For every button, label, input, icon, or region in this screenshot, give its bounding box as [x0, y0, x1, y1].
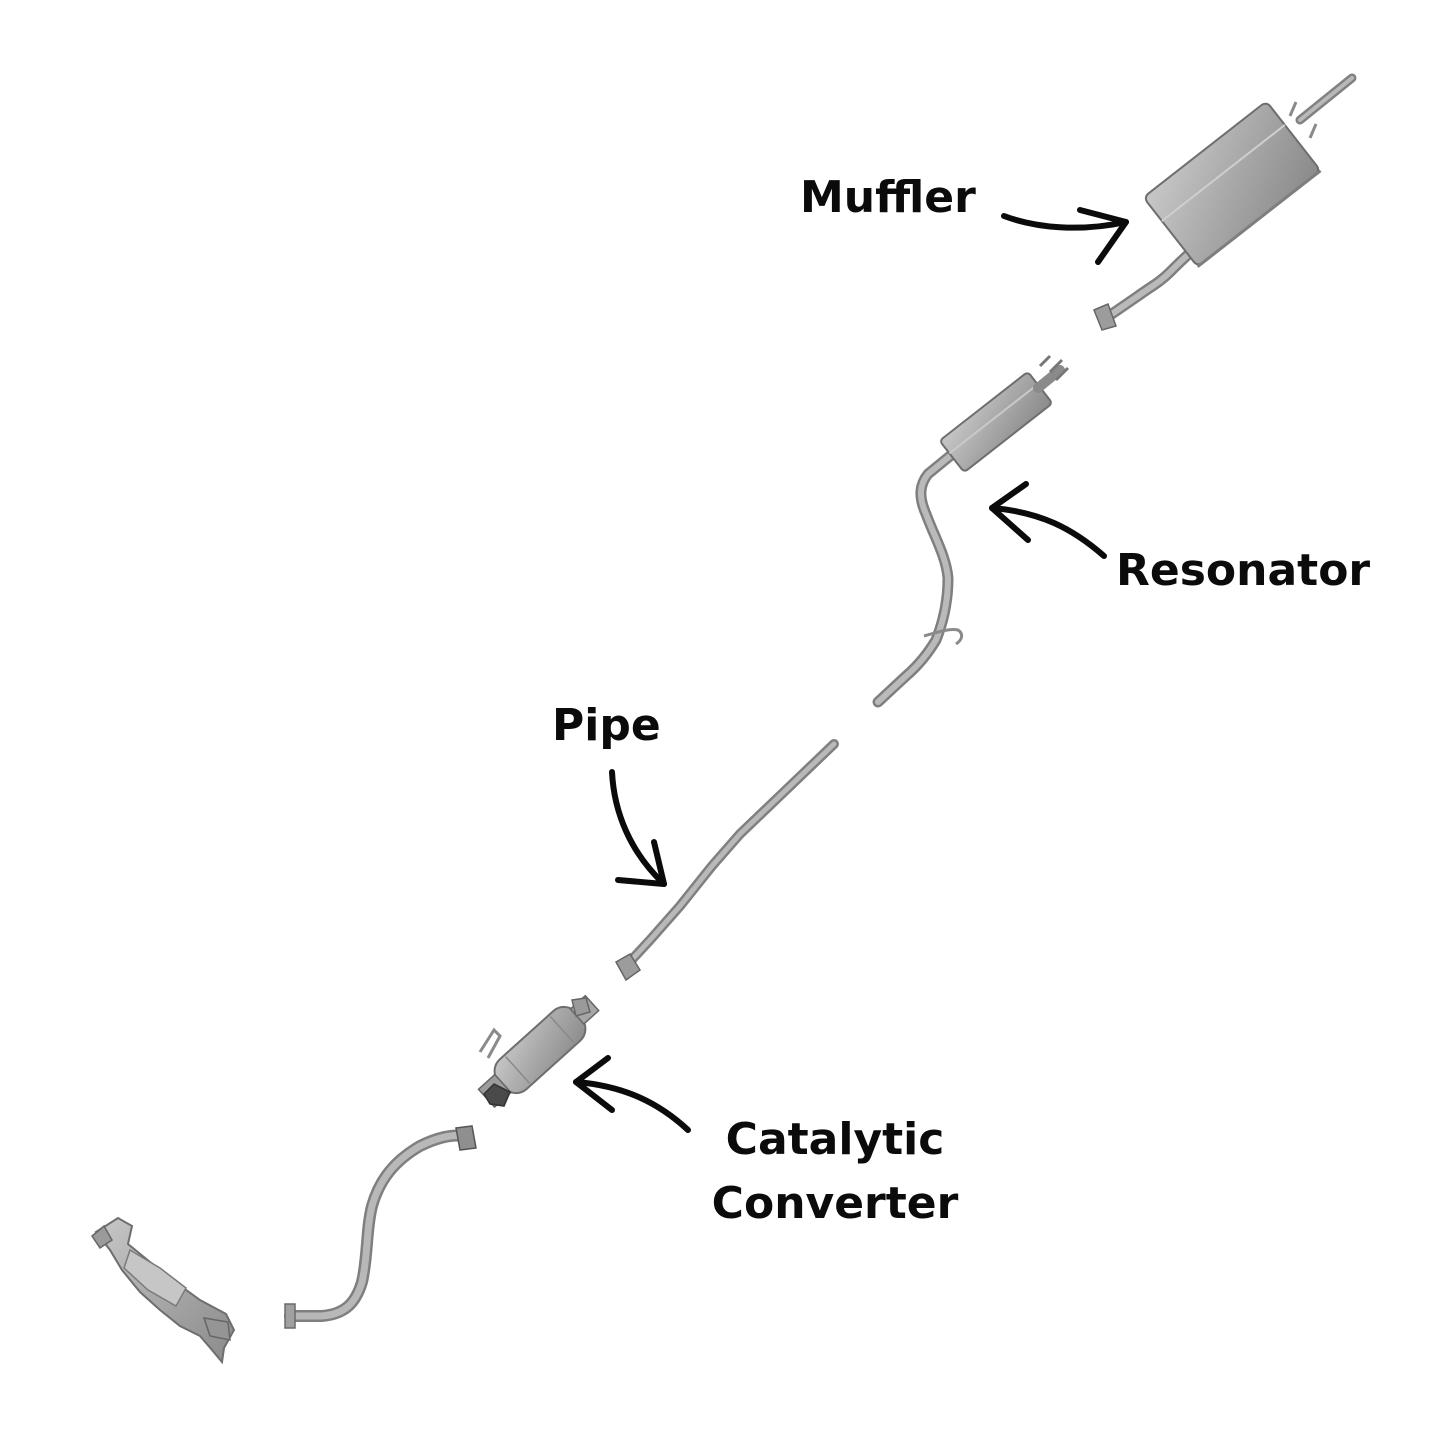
muffler-label: Muffler [800, 172, 976, 223]
muffler-arrow [1001, 207, 1129, 265]
front-pipe [284, 1125, 477, 1329]
catalytic-converter-label-line1: Catalytic [725, 1114, 945, 1165]
resonator-arrow [989, 481, 1107, 559]
pipe-arrow [609, 769, 667, 887]
exhaust-manifold [91, 1216, 236, 1365]
resonator [872, 354, 1070, 708]
catalytic-converter [477, 994, 600, 1109]
resonator-label: Resonator [1116, 545, 1371, 596]
catalytic-converter-label: Catalytic Converter [710, 1108, 960, 1236]
pipe-label: Pipe [552, 700, 661, 751]
catalytic-converter-label-line2: Converter [711, 1178, 959, 1229]
intermediate-pipe [614, 739, 839, 982]
catalytic-arrow [573, 1055, 691, 1133]
muffler [1093, 73, 1357, 331]
